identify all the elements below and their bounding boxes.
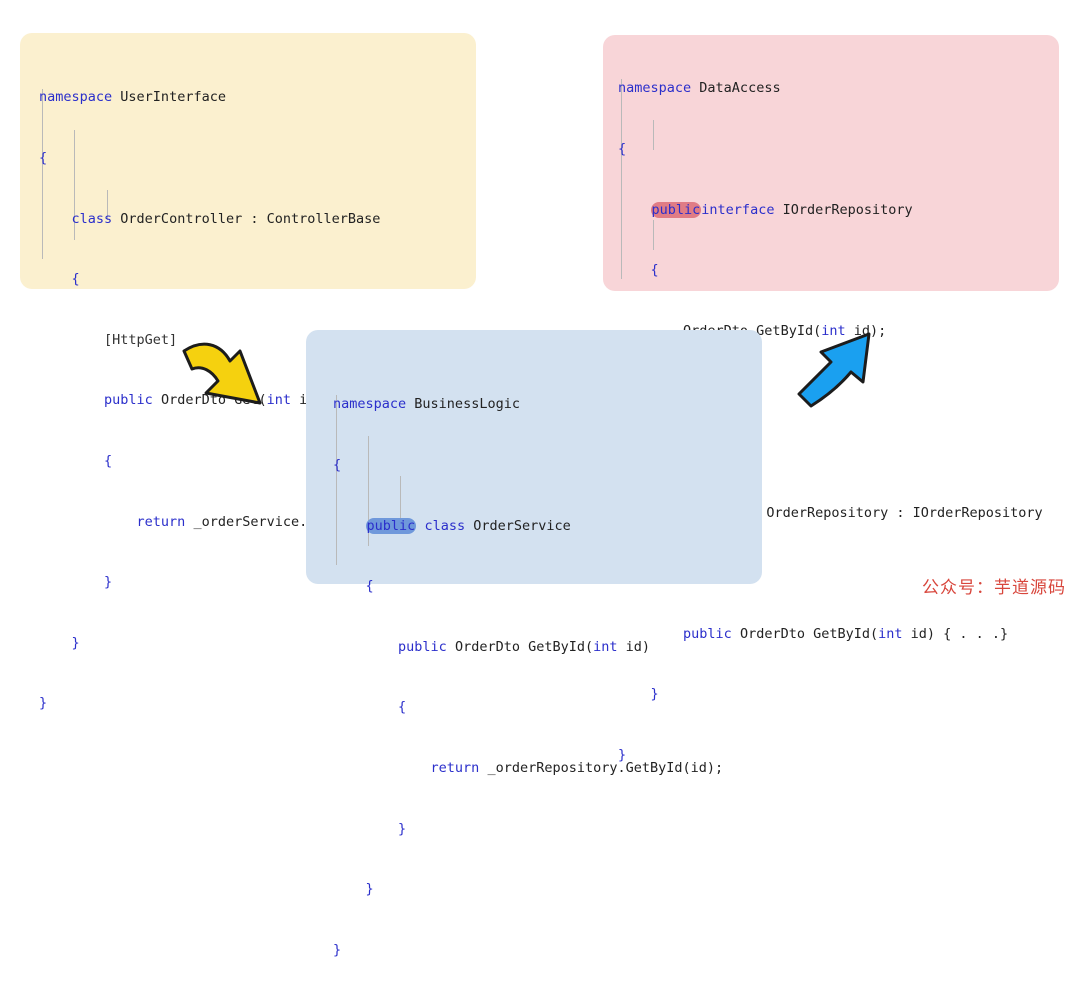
indent-guide (653, 220, 654, 250)
watermark-text: 公众号：芋道源码 (922, 578, 1066, 598)
curved-arrow-down-right-icon (182, 342, 262, 405)
int-keyword: int (266, 392, 292, 409)
indent-guide (74, 130, 75, 240)
indent-guide (42, 89, 43, 259)
int-keyword: int (878, 625, 903, 642)
user-interface-panel: namespace UserInterface { class OrderCon… (20, 33, 476, 711)
method-signature: OrderDto GetById( (739, 625, 879, 642)
open-brace: { (104, 452, 113, 469)
highlighted-public-modifier: public (650, 201, 702, 218)
namespace-name: BusinessLogic (414, 396, 520, 413)
return-keyword: return (136, 513, 186, 530)
data-access-panel: namespace DataAccess { publicinterface I… (603, 35, 1059, 763)
close-brace: } (39, 695, 48, 712)
close-brace: } (71, 634, 80, 651)
interface-name: IOrderRepository (782, 201, 913, 218)
open-brace: { (39, 150, 48, 166)
highlighted-public-modifier: public (365, 517, 417, 534)
class-keyword: class (424, 517, 466, 534)
close-brace: } (398, 820, 407, 837)
close-brace: } (104, 574, 113, 591)
open-brace: { (333, 457, 342, 473)
interface-keyword: interface (701, 201, 775, 218)
namespace-keyword: namespace (618, 80, 692, 97)
namespace-keyword: namespace (39, 89, 113, 106)
namespace-keyword: namespace (333, 396, 407, 413)
indent-guide (336, 395, 337, 565)
curved-arrow-up-right-icon (797, 332, 871, 408)
namespace-name: DataAccess (699, 80, 781, 97)
open-brace: { (398, 699, 407, 716)
indent-guide (368, 436, 369, 546)
class-declaration: OrderRepository : IOrderRepository (766, 504, 1043, 521)
code-block-business-logic: namespace BusinessLogic { public class O… (333, 354, 723, 1000)
open-brace: { (365, 578, 374, 595)
method-parameter: id); (853, 322, 887, 339)
open-brace: { (618, 141, 627, 157)
class-name: OrderService (473, 517, 571, 534)
class-keyword: class (71, 210, 113, 227)
return-keyword: return (430, 759, 480, 776)
public-keyword: public (104, 392, 153, 409)
indent-guide (400, 476, 401, 526)
indent-guide (107, 190, 108, 220)
class-declaration: OrderController : ControllerBase (120, 210, 381, 227)
http-get-attribute: [HttpGet] (104, 331, 178, 348)
int-keyword: int (821, 322, 846, 339)
business-logic-panel: namespace BusinessLogic { public class O… (306, 330, 762, 958)
namespace-name: UserInterface (120, 89, 226, 106)
return-expression: _orderRepository.GetById(id); (487, 759, 724, 776)
method-signature: OrderDto GetById( (454, 638, 594, 655)
open-brace: { (650, 262, 659, 279)
close-brace: } (333, 941, 342, 958)
int-keyword: int (593, 638, 618, 655)
method-parameter: id) (625, 638, 651, 655)
public-keyword: public (398, 638, 447, 655)
method-body: id) { . . .} (910, 625, 1009, 642)
indent-guide (621, 79, 622, 279)
close-brace: } (365, 881, 374, 898)
indent-guide (653, 120, 654, 150)
open-brace: { (71, 271, 80, 288)
